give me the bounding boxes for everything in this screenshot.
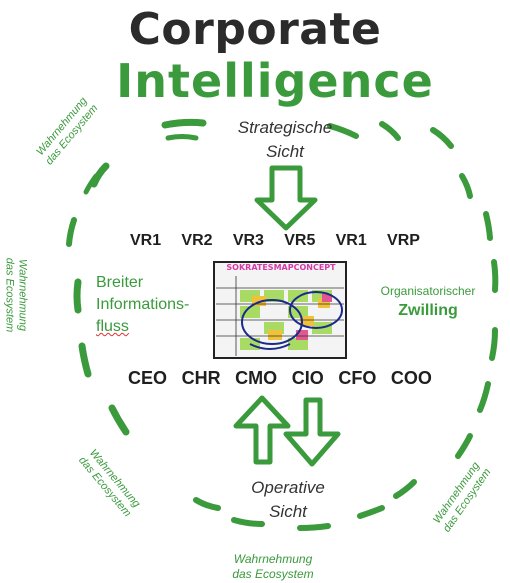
ring-dash — [90, 162, 110, 188]
ring-dash — [459, 173, 473, 199]
info-flow-line2: Informations- — [96, 296, 190, 313]
ring-dash — [73, 278, 82, 314]
ring-dash — [357, 505, 385, 519]
c-role: CMO — [235, 368, 278, 388]
info-flow-line1: Breiter — [96, 274, 144, 291]
ring-dash — [165, 134, 199, 141]
c-role: CHR — [181, 368, 221, 388]
strategic-view-line1: Strategische — [237, 118, 333, 137]
operative-arrow-up — [233, 395, 291, 465]
title-line2: Intelligence — [116, 54, 434, 108]
c-role: CFO — [338, 368, 377, 388]
c-role: CEO — [128, 368, 168, 388]
vr-role: VRP — [387, 232, 420, 249]
org-twin-line2: Zwilling — [398, 302, 458, 319]
board-title: SOKRATESMAPCONCEPT — [226, 263, 336, 272]
ring-dash — [161, 118, 207, 129]
c-role: COO — [390, 368, 432, 388]
vr-role: VR1 — [335, 232, 367, 249]
ring-dash — [483, 211, 493, 241]
ring-dash — [379, 121, 401, 141]
ring-dash — [393, 479, 417, 499]
strategic-view-label: Strategische Sicht — [205, 116, 365, 164]
c-roles-row: CEO CHR CMO CIO CFO COO — [128, 368, 432, 389]
ring-dash — [477, 381, 491, 413]
c-role: CIO — [291, 368, 324, 388]
perception-line2: das Ecosystem — [3, 257, 16, 333]
ring-dash — [327, 123, 359, 139]
title-line1: Corporate — [128, 4, 382, 55]
ring-dash — [193, 497, 221, 511]
ring-dash — [231, 517, 265, 527]
operative-view-label: Operative Sicht — [208, 476, 368, 524]
ring-dash — [108, 404, 130, 436]
operative-arrow-down — [283, 397, 341, 467]
vr-role: VR5 — [284, 232, 316, 249]
ring-dash — [430, 127, 454, 149]
ring-dash — [297, 523, 331, 531]
org-twin-label: Organisatorischer Zwilling — [360, 284, 496, 320]
ring-dash — [455, 433, 473, 459]
ring-dash — [66, 217, 77, 247]
ring-dash — [83, 173, 99, 195]
ring-dash — [78, 342, 92, 378]
operative-view-line1: Operative — [251, 478, 325, 497]
vr-role: VR1 — [130, 232, 162, 249]
info-flow-label: Breiter Informations- fluss — [96, 272, 189, 338]
perception-line2: das Ecosystem — [232, 567, 314, 581]
perception-line1: Wahrnehmung — [233, 552, 313, 566]
ring-dash — [489, 327, 498, 361]
perception-line1: Wahrnehmung — [16, 259, 29, 331]
perception-label-left: Wahrnehmung das Ecosystem — [2, 258, 28, 333]
sokrates-board-sketch — [213, 261, 347, 359]
vr-role: VR3 — [232, 232, 264, 249]
vr-roles-row: VR1 VR2 VR3 VR5 VR1 VRP — [130, 232, 420, 250]
perception-label-bottom: Wahrnehmung das Ecosystem — [213, 552, 333, 582]
operative-view-line2: Sicht — [269, 502, 307, 521]
ring-dash — [491, 259, 499, 293]
info-flow-line3: fluss — [96, 318, 129, 335]
strategic-view-line2: Sicht — [266, 142, 304, 161]
org-twin-line1: Organisatorischer — [380, 284, 476, 298]
vr-role: VR2 — [181, 232, 213, 249]
strategic-arrow-down — [254, 165, 318, 231]
